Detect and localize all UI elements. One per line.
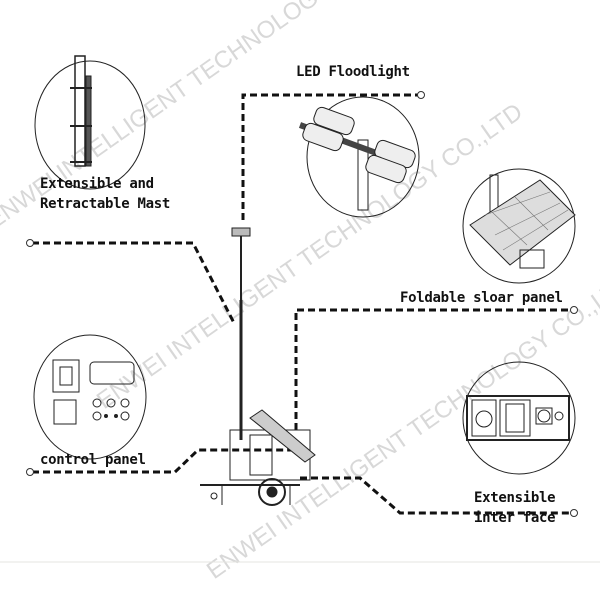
solar-detail <box>462 168 576 284</box>
endpoint <box>570 509 578 517</box>
label-mast-line2: Retractable Mast <box>40 196 171 212</box>
endpoint <box>570 306 578 314</box>
leader-interface <box>300 476 571 515</box>
label-interface: Extensible inter face <box>474 488 556 528</box>
mast-detail <box>34 55 146 190</box>
endpoint <box>417 91 425 99</box>
leader-mast <box>32 241 236 324</box>
label-led-floodlight: LED Floodlight <box>296 64 410 80</box>
label-interface-line2: inter face <box>474 510 556 526</box>
leader-control <box>32 448 300 474</box>
label-interface-line1: Extensible <box>474 490 556 506</box>
endpoint <box>26 239 34 247</box>
light-tower <box>200 227 316 506</box>
label-solar-panel: Foldable sloar panel <box>400 290 563 306</box>
floodlight-detail <box>298 96 420 218</box>
control-panel-detail <box>33 334 147 460</box>
label-control-panel: control panel <box>40 452 146 468</box>
label-mast-line1: Extensible and <box>40 176 154 192</box>
leader-solar <box>294 308 571 430</box>
leader-floodlight <box>241 93 419 220</box>
endpoint <box>26 468 34 476</box>
label-mast: Extensible and Retractable Mast <box>40 174 170 214</box>
leader-lines <box>32 93 571 515</box>
interface-detail <box>462 361 576 475</box>
